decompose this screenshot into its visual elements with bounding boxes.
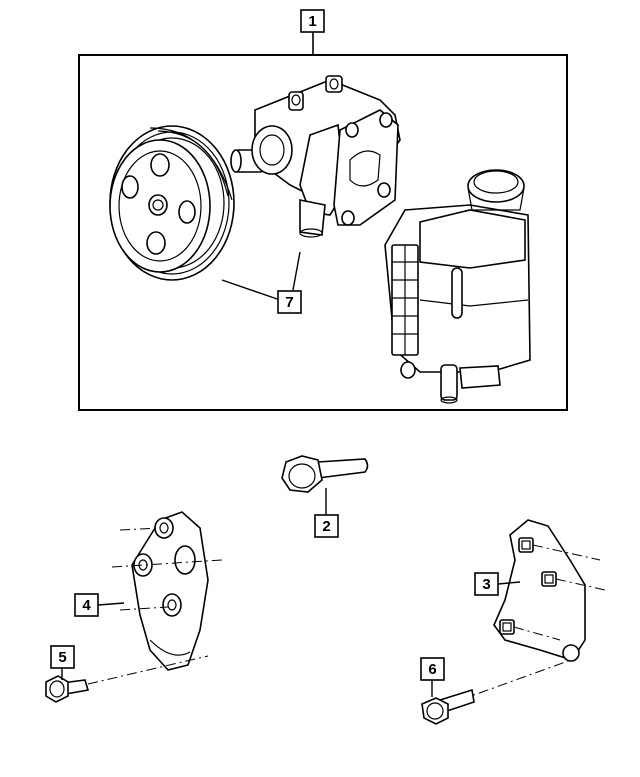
callout-2: 2 [314,514,339,538]
callout-5-label: 5 [58,649,66,666]
pulley [109,125,235,281]
callout-6: 6 [420,657,445,681]
leader-4 [97,602,125,606]
bracket-3 [493,519,586,662]
reservoir [384,169,531,404]
pump-body [230,75,401,238]
callout-2-label: 2 [322,518,330,535]
bolt-2 [281,455,369,493]
callout-5: 5 [50,645,75,669]
leader-3 [497,581,521,585]
callout-6-label: 6 [428,661,436,678]
bracket-4 [131,511,209,671]
callout-3-label: 3 [482,576,490,593]
leader-7b [292,251,301,291]
leader-7a [221,279,281,301]
bolt-5 [45,675,90,703]
assembly-frame [78,54,568,411]
bolt-6 [421,688,475,725]
callout-7: 7 [277,290,302,314]
callout-3: 3 [474,572,499,596]
callout-4: 4 [74,593,99,617]
callout-7-label: 7 [285,294,293,311]
callout-1-label: 1 [308,13,316,30]
callout-1: 1 [300,9,325,33]
callout-4-label: 4 [82,597,91,614]
